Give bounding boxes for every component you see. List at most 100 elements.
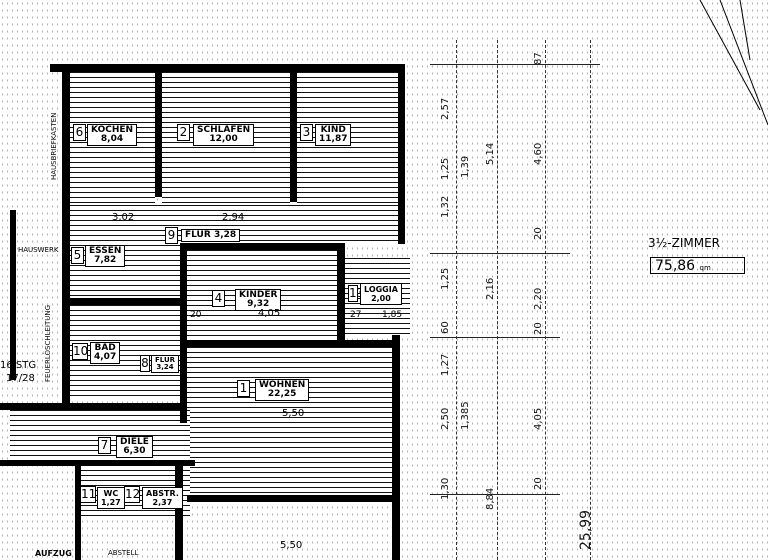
room-area: 3,24 bbox=[156, 363, 174, 371]
room-number: 12 bbox=[124, 486, 141, 503]
room-area: 6,30 bbox=[123, 446, 146, 456]
room-name: ESSEN bbox=[89, 246, 122, 256]
side-label: 16 STG bbox=[0, 360, 37, 371]
wall bbox=[70, 298, 185, 305]
dim-col2: 8,84 bbox=[485, 487, 496, 510]
room-number: 11 bbox=[80, 486, 97, 503]
dimension-tick bbox=[430, 64, 600, 65]
room-name: KINDER bbox=[239, 290, 278, 300]
side-label: FEUERLÖSCHLEITUNG bbox=[44, 304, 52, 382]
wall bbox=[180, 340, 392, 347]
interior-dim: 1,85 bbox=[382, 310, 403, 320]
apartment-type-title: 3½-ZIMMER bbox=[648, 236, 720, 250]
wall bbox=[50, 64, 405, 72]
room-bad bbox=[70, 305, 180, 400]
wall bbox=[0, 403, 187, 410]
interior-dim: 5,50 bbox=[280, 540, 303, 551]
wall bbox=[180, 243, 187, 423]
wall bbox=[62, 64, 70, 404]
room-label-flur: FLUR 3,28 bbox=[181, 229, 241, 242]
room-name: DIELE bbox=[120, 437, 149, 447]
dim-col3: 4,60 bbox=[533, 142, 544, 165]
site-lines bbox=[699, 0, 768, 126]
side-label: AUFZUG bbox=[35, 549, 72, 558]
wall bbox=[75, 466, 81, 560]
dimension-line bbox=[497, 40, 498, 560]
room-name: SCHLAFEN bbox=[197, 125, 251, 135]
interior-dim: 27 bbox=[350, 310, 362, 320]
wall bbox=[392, 335, 400, 560]
room-number: 10 bbox=[72, 343, 89, 360]
dim-col3: 4,05 bbox=[533, 407, 544, 430]
room-number: 5 bbox=[71, 247, 84, 264]
dim-col3: 20 bbox=[533, 477, 544, 490]
room-wohnen bbox=[187, 347, 392, 495]
room-area: 2,37 bbox=[152, 498, 173, 507]
wall bbox=[175, 466, 183, 560]
room-area: 2,00 bbox=[371, 294, 391, 303]
room-area: 1,27 bbox=[101, 498, 121, 507]
room-name: KOCHEN bbox=[91, 125, 134, 135]
room-number: 9 bbox=[165, 227, 178, 244]
dim-col1: 1,25 bbox=[440, 267, 451, 290]
dim-col1: 2,50 bbox=[440, 407, 451, 430]
dimension-line bbox=[456, 40, 457, 560]
dimension-line bbox=[545, 40, 546, 560]
dimension-tick bbox=[430, 337, 560, 338]
room-name: BAD bbox=[94, 343, 116, 353]
side-label: 17/28 bbox=[6, 373, 35, 384]
wall bbox=[0, 460, 195, 466]
interior-dim: 20 bbox=[190, 310, 202, 320]
room-area: 12,00 bbox=[209, 134, 238, 144]
wall bbox=[290, 72, 297, 202]
side-label: HAUSBRIEFKASTEN bbox=[50, 112, 58, 180]
room-area: 7,82 bbox=[94, 255, 117, 265]
dim-col1: 1,30 bbox=[440, 477, 451, 500]
room-name: WC bbox=[103, 489, 119, 498]
room-number: 13 bbox=[348, 285, 365, 302]
wall bbox=[155, 72, 162, 197]
dimension-tick bbox=[430, 494, 560, 495]
room-number: 4 bbox=[212, 290, 225, 307]
room-area: 11,87 bbox=[319, 134, 348, 144]
interior-dim: 2,94 bbox=[222, 212, 245, 223]
room-name: FLUR bbox=[185, 230, 211, 240]
dim-col1: 1,25 bbox=[440, 157, 451, 180]
dim-col1b: 1,385 bbox=[460, 401, 471, 430]
dimension-tick bbox=[430, 253, 570, 254]
interior-dim: 5,50 bbox=[282, 408, 305, 419]
dim-col3: 2,20 bbox=[533, 287, 544, 310]
dim-col1b: 1,39 bbox=[460, 155, 471, 178]
room-label-abstr: ABSTR.2,37 bbox=[142, 487, 183, 509]
room-name: ABSTR. bbox=[146, 489, 179, 498]
interior-dim: 4,05 bbox=[258, 308, 281, 319]
dim-col1: 2,57 bbox=[440, 97, 451, 120]
wall bbox=[10, 210, 16, 380]
dim-col3: 87 bbox=[533, 52, 544, 65]
dim-col4: 25,99 bbox=[578, 509, 594, 550]
wall bbox=[398, 64, 405, 244]
total-area-unit: qm bbox=[699, 264, 711, 272]
room-area: 22,25 bbox=[267, 389, 297, 399]
dim-col3: 20 bbox=[533, 322, 544, 335]
room-area: 8,04 bbox=[100, 134, 124, 144]
total-area: 75,86 bbox=[655, 258, 696, 274]
room-area: 4,07 bbox=[94, 352, 117, 362]
dim-col1: 1,32 bbox=[440, 195, 451, 218]
wall bbox=[187, 495, 397, 502]
dim-col3: 20 bbox=[533, 227, 544, 240]
room-name: WOHNEN bbox=[259, 380, 306, 390]
side-label: HAUSWERK bbox=[18, 246, 59, 254]
dim-col1: 1,27 bbox=[440, 353, 451, 376]
room-number: 8 bbox=[140, 355, 150, 372]
dim-col2: 5,14 bbox=[485, 142, 496, 165]
wall bbox=[337, 250, 345, 345]
room-name: LOGGIA bbox=[364, 285, 398, 294]
